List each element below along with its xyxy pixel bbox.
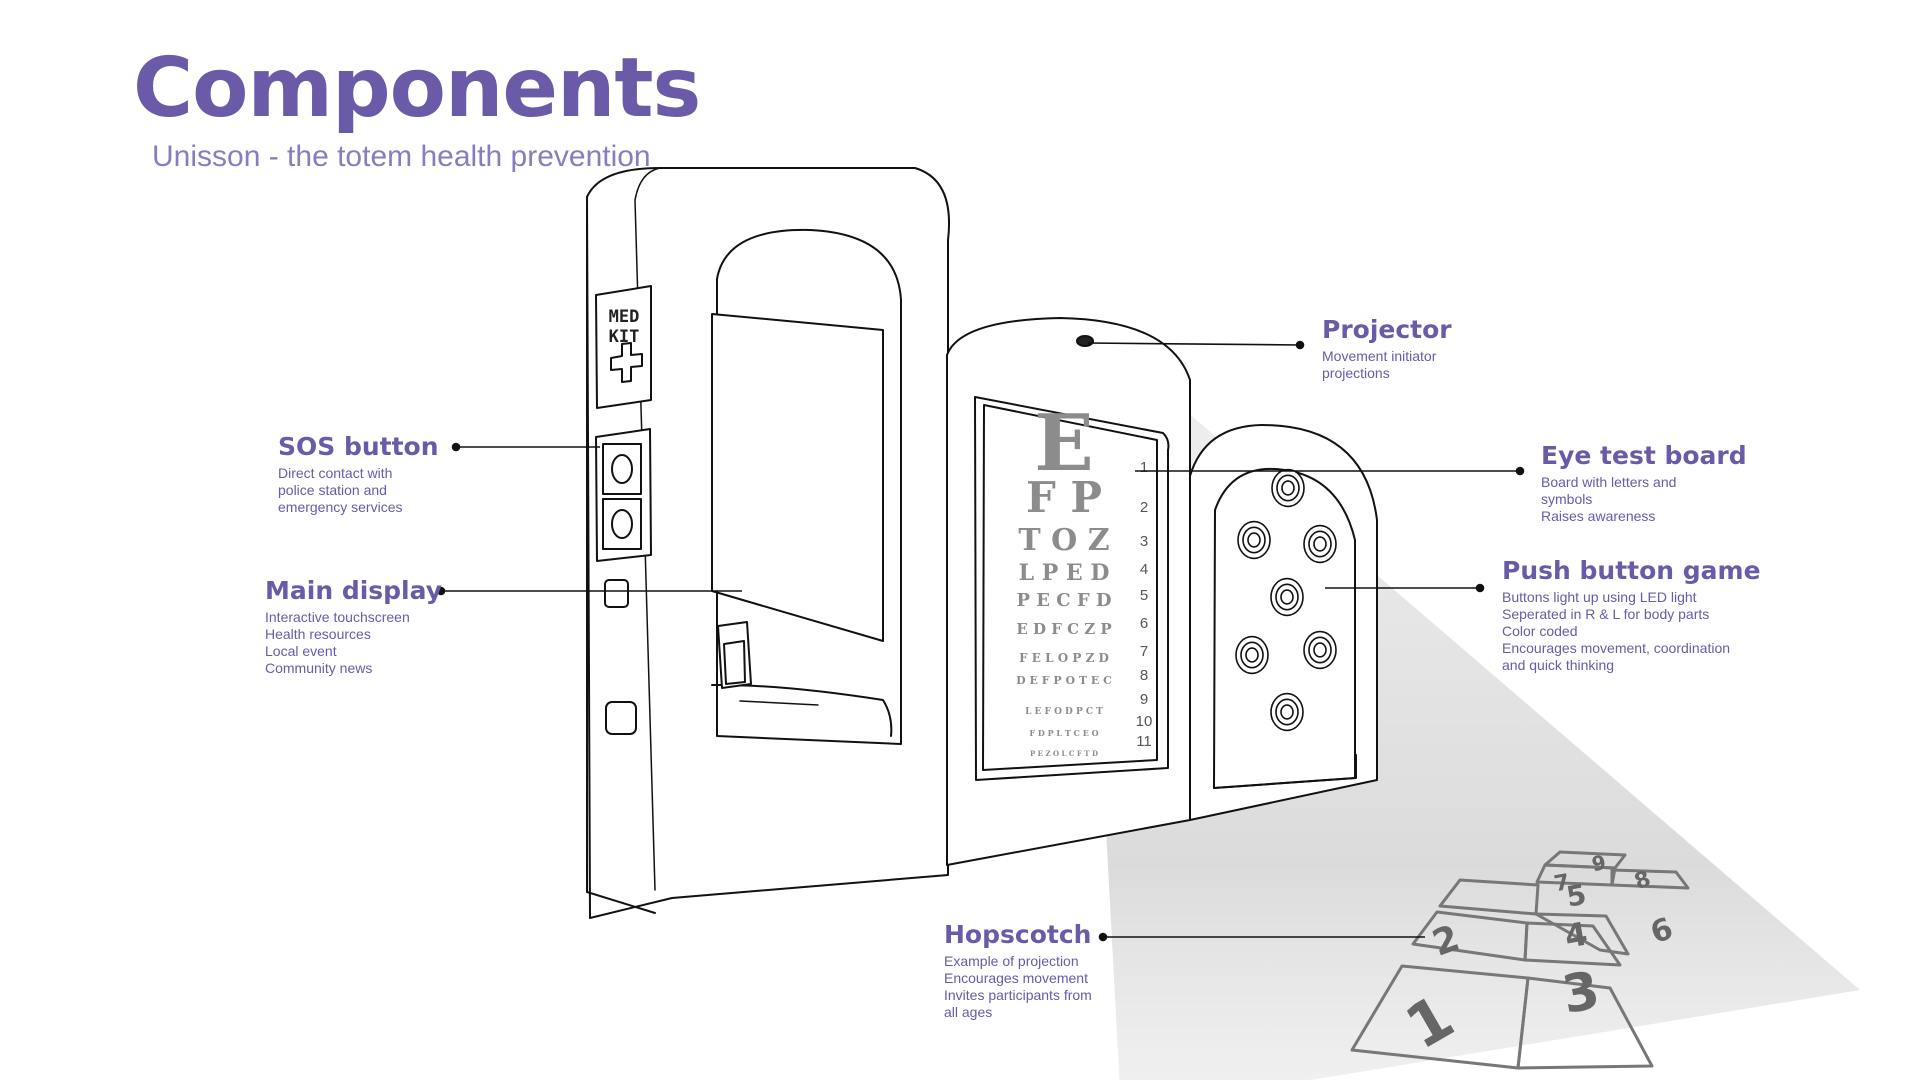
eye-chart-row: T O Z — [1018, 523, 1109, 558]
eye-chart: EF PT O ZL P E D P E C F D E D F C Z P F E … — [1016, 398, 1112, 758]
eye-chart-line-number: 5 — [1140, 587, 1148, 604]
label-projector: Projector Movement initiator projections — [1322, 316, 1452, 382]
eye-chart-line-number: 1 — [1140, 459, 1148, 476]
label-title: Hopscotch — [944, 920, 1092, 949]
label-title: Eye test board — [1541, 441, 1747, 470]
label-description: Example of projection Encourages movemen… — [944, 952, 1092, 1020]
sos-button-panel — [595, 428, 652, 562]
label-title: Push button game — [1502, 556, 1761, 585]
projector-leader-line — [1087, 342, 1301, 346]
eye-chart-line-number: 3 — [1140, 533, 1148, 550]
label-description: Interactive touchscreen Health resources… — [265, 608, 410, 676]
main-totem — [586, 167, 950, 919]
projector-leader-dot — [1295, 340, 1305, 350]
push-buttons — [1235, 468, 1337, 732]
label-description: Board with letters and symbols Raises aw… — [1541, 473, 1677, 524]
game-push-button[interactable] — [1270, 692, 1304, 732]
page-subtitle: Unisson - the totem health prevention — [152, 140, 651, 173]
game-push-button[interactable] — [1237, 520, 1271, 560]
eye-chart-row: P E Z O L C F T D — [1030, 749, 1098, 758]
eye-chart-row: F P — [1026, 473, 1102, 522]
eye-chart-line-number: 10 — [1136, 713, 1153, 730]
label-title: SOS button — [278, 432, 439, 461]
eye-chart-line-number: 6 — [1140, 615, 1148, 632]
eye-chart-row: P E C F D — [1016, 590, 1111, 611]
label-description: Direct contact with police station and e… — [278, 464, 403, 515]
medkit-text: KIT — [609, 327, 640, 347]
eye-chart-line-number: 8 — [1140, 667, 1148, 684]
eye-chart-row: D E F P O T E C — [1016, 674, 1112, 687]
label-title: Main display — [265, 576, 443, 605]
eye-chart-row: F D P L T C E O — [1029, 728, 1098, 738]
page-title: Components — [133, 41, 701, 136]
game-push-button[interactable] — [1270, 577, 1304, 617]
eye-chart-line-numbers: 1 2 3 4 5 6 7 8 9 10 11 — [1136, 459, 1153, 750]
push-button-panel — [1189, 424, 1378, 821]
medkit-text: MED — [609, 307, 640, 327]
game-push-button[interactable] — [1271, 468, 1305, 508]
hopscotch-leader-dot — [1098, 932, 1108, 942]
label-title: Projector — [1322, 315, 1452, 344]
eye-chart-row: L E F O D P C T — [1025, 707, 1103, 717]
display-leader-dot — [436, 586, 446, 596]
hopscotch-number: 7 — [1552, 870, 1571, 897]
game-push-button[interactable] — [1303, 524, 1337, 564]
label-description: Buttons light up using LED light Seperat… — [1502, 588, 1731, 673]
eyetest-leader-dot — [1515, 466, 1525, 476]
label-hopscotch: Hopscotch Example of projection Encourag… — [944, 921, 1092, 1021]
eye-chart-line-number: 11 — [1136, 733, 1152, 750]
label-display: Main display Interactive touchscreen Hea… — [265, 577, 442, 677]
eye-chart-row: E D F C Z P — [1016, 620, 1111, 638]
hopscotch-projection — [1350, 850, 1690, 1070]
game-push-button[interactable] — [1303, 630, 1337, 670]
side-switch — [604, 579, 629, 608]
label-eyetest: Eye test board Board with letters and sy… — [1541, 442, 1747, 525]
eye-chart-line-number: 2 — [1140, 499, 1148, 516]
eye-chart-row: F E L O P Z D — [1019, 651, 1109, 665]
medkit-box — [595, 285, 652, 409]
game-push-button[interactable] — [1235, 635, 1269, 675]
sos-leader-dot — [451, 442, 461, 452]
eye-chart-line-number: 4 — [1140, 561, 1148, 578]
hopscotch-number: 9 — [1590, 850, 1608, 876]
eye-chart-line-number: 7 — [1140, 643, 1148, 660]
side-switch — [605, 701, 637, 735]
eye-chart-row: L P E D — [1019, 560, 1110, 586]
label-sos: SOS button Direct contact with police st… — [278, 433, 439, 516]
eye-test-panel — [946, 317, 1191, 866]
label-description: Movement initiator projections — [1322, 347, 1437, 381]
eye-chart-line-number: 9 — [1140, 691, 1148, 708]
pushbutton-leader-dot — [1475, 583, 1485, 593]
label-pushbutton: Push button game Buttons light up using … — [1502, 557, 1761, 674]
eye-chart-row: E — [1034, 398, 1093, 489]
